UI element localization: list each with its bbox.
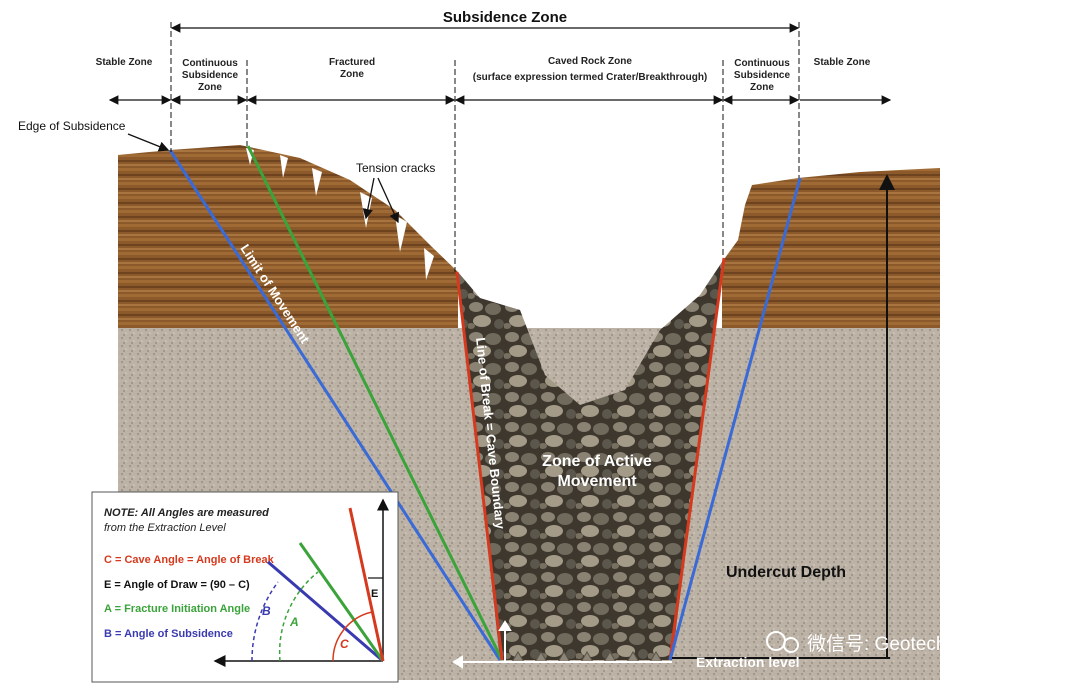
continuous-zone-left-l1: Continuous xyxy=(182,58,238,69)
stable-zone-right-label: Stable Zone xyxy=(814,57,871,68)
watermark-text: 微信号: GeotechWu xyxy=(807,633,975,655)
angle-c-letter: C xyxy=(340,637,349,651)
break-line-left xyxy=(455,271,504,661)
continuous-zone-left-l2: Subsidence xyxy=(182,70,239,81)
caved-zone-l1: Caved Rock Zone xyxy=(548,56,632,67)
limit-of-movement-line-left xyxy=(168,149,502,661)
continuous-zone-right-l2: Subsidence xyxy=(734,70,791,81)
watermark: 微信号: GeotechWu xyxy=(766,631,975,655)
angle-diagram: B A C E xyxy=(213,498,389,667)
legend-e: E = Angle of Draw = (90 – C) xyxy=(104,579,250,591)
fracture-line-left xyxy=(246,145,504,661)
fractured-zone-l1: Fractured xyxy=(329,57,375,68)
note-title-l1: NOTE: All Angles are measured xyxy=(104,507,269,519)
limit-of-movement-line-right xyxy=(668,177,802,661)
edge-of-subsidence-label: Edge of Subsidence xyxy=(18,119,126,133)
note-title-l2: from the Extraction Level xyxy=(104,522,226,534)
origin-arrows-icon xyxy=(452,620,512,669)
legend-c: C = Cave Angle = Angle of Break xyxy=(104,554,275,566)
caved-rubble-zone xyxy=(458,262,722,660)
extraction-level-label: Extraction level xyxy=(696,654,800,670)
continuous-zone-right-l1: Continuous xyxy=(734,58,790,69)
legend-a: A = Fracture Initiation Angle xyxy=(104,603,250,615)
tension-cracks-label: Tension cracks xyxy=(356,161,435,175)
dimension-lines xyxy=(108,23,892,105)
note-box: NOTE: All Angles are measured from the E… xyxy=(91,491,399,683)
edge-of-subsidence-pointer xyxy=(127,133,170,152)
caved-zone-l2: (surface expression termed Crater/Breakt… xyxy=(473,72,708,83)
undercut-depth-label: Undercut Depth xyxy=(726,564,846,581)
angle-b-letter: B xyxy=(262,604,271,618)
legend-b: B = Angle of Subsidence xyxy=(104,628,233,640)
zone-active-l1: Zone of Active xyxy=(542,453,652,470)
tension-cracks-pointers xyxy=(362,177,399,224)
fractured-zone-l2: Zone xyxy=(340,69,364,80)
angle-a-letter: A xyxy=(289,615,299,629)
soil-layer-right xyxy=(722,168,940,328)
zone-divider-lines xyxy=(170,22,800,272)
soil-layer-left xyxy=(118,145,458,328)
continuous-zone-right-l3: Zone xyxy=(750,82,774,93)
stable-zone-left-label: Stable Zone xyxy=(96,57,153,68)
subsidence-zone-title: Subsidence Zone xyxy=(443,9,567,26)
break-line-right xyxy=(668,257,726,661)
continuous-zone-left-l3: Zone xyxy=(198,82,222,93)
zone-active-l2: Movement xyxy=(557,473,637,490)
drawpoints xyxy=(511,651,663,663)
angle-e-letter: E xyxy=(371,588,378,600)
